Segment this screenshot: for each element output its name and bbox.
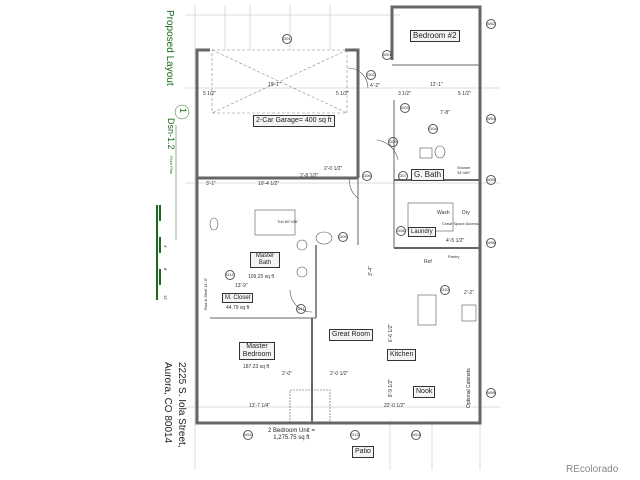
shower-label: Shower 34"x60" — [457, 165, 471, 175]
dim-row2-d: 2'-0 1/2" — [324, 166, 343, 172]
window-tag: W09 — [486, 388, 496, 398]
washer-label: Wash — [437, 210, 450, 216]
room-m-closet: M. Closet — [222, 293, 254, 303]
dim-left-b: 5 1/2" — [336, 91, 349, 97]
dim-kitchen-height: 6'-6 1/2" — [388, 323, 395, 343]
sheet-number: 1 — [178, 108, 188, 114]
optional-cabinets-label: Optional Cabinets — [466, 368, 472, 408]
door-tag: D13 — [350, 430, 360, 440]
window-tag: W04 — [486, 114, 496, 124]
address-line-2: Aurora, CO 80014 — [162, 362, 173, 444]
dim-row2-b: 10'-4 1/2" — [258, 181, 280, 187]
room-g-bath: G. Bath — [411, 169, 445, 181]
door-tag: D02 — [366, 70, 376, 80]
address-line-1: 2225 S. Iola Street, — [176, 362, 187, 448]
door-tag: D06 — [362, 171, 372, 181]
dim-bedroom2-width: 12'-1" — [430, 82, 443, 88]
dim-right-b: 5 1/2" — [458, 91, 471, 97]
dim-misc-c: 2'-2" — [464, 290, 474, 296]
garage-door-overhead — [211, 49, 348, 114]
door-tag: D05 — [388, 137, 398, 147]
dim-misc-b: 2'-0 1/2" — [330, 371, 349, 377]
door-tag: D01 — [282, 34, 292, 44]
master-bath-area: 109.25 sq ft — [248, 274, 275, 280]
dim-closet: 13'-9" — [235, 283, 248, 289]
dim-right-a: 3 1/2" — [398, 91, 411, 97]
dim-misc-a: 2'-0" — [282, 371, 292, 377]
dim-bath-width: 7'-8" — [440, 110, 450, 116]
door-tag: D12 — [225, 270, 235, 280]
title-marker-line — [174, 104, 190, 240]
window-tag: W02 — [486, 19, 496, 29]
room-great-room: Great Room — [329, 329, 374, 341]
dim-left-a: 5 1/2" — [203, 91, 216, 97]
scale-label-8: 8' — [163, 268, 168, 271]
room-garage: 2-Car Garage= 400 sq ft — [253, 115, 335, 127]
window-tag: W11 — [243, 430, 253, 440]
dim-garage-width: 19'-1" — [268, 82, 281, 88]
room-bedroom-2: Bedroom #2 — [410, 30, 460, 42]
dim-bottom-right: 22'-0 1/2" — [384, 403, 406, 409]
window-tag: W06 — [486, 238, 496, 248]
door-tag: D09 — [338, 232, 348, 242]
room-laundry: Laundry — [408, 227, 436, 237]
refrigerator-label: Ref — [424, 259, 432, 265]
room-nook: Nook — [413, 386, 436, 398]
window-tag: W13 — [411, 430, 421, 440]
window-tag: W05 — [486, 175, 496, 185]
room-master-bedroom: Master Bedroom — [239, 342, 275, 360]
door-tag: D04 — [428, 124, 438, 134]
unit-summary: 2 Bedroom Unit = 1,275.75 sq ft — [268, 428, 315, 442]
unit-summary-line-1: 2 Bedroom Unit = — [268, 428, 315, 434]
dim-bottom-left: 13'-7 1/4" — [249, 403, 271, 409]
watermark: REcolorado — [566, 464, 619, 475]
dim-row2-c: 2'-8 1/2" — [300, 173, 319, 179]
scale-bar — [156, 205, 161, 300]
room-kitchen: Kitchen — [387, 349, 417, 361]
master-bedroom-area: 187.23 sq ft — [243, 364, 270, 370]
dim-hall: 4'-2" — [370, 83, 380, 89]
door-tag: D11 — [296, 304, 306, 314]
room-master-bath: Master Bath — [250, 252, 280, 268]
crawl-space-label: Crawl Space Access — [442, 221, 479, 226]
unit-summary-line-2: 1,275.75 sq ft — [273, 435, 310, 441]
dim-laundry-width: 4'-5 1/2" — [446, 238, 465, 244]
dryer-label: Dry — [462, 210, 470, 216]
rod-shelf-label: Rod & Shelf 11'-9" — [203, 277, 208, 310]
pantry-label: Pantry — [448, 254, 460, 259]
m-closet-area: 44.79 sq ft — [226, 305, 250, 311]
sheet-reference: Dsn-1.2 — [166, 118, 176, 150]
door-tag: D07 — [398, 171, 408, 181]
door-tag: D03 — [400, 103, 410, 113]
dim-nook-height: 8'-9 1/2" — [388, 378, 395, 398]
room-patio: Patio — [352, 446, 374, 458]
walls — [195, 5, 482, 425]
scale-label-4: 4' — [163, 245, 168, 248]
sheet-caption: Floor Plan — [169, 156, 174, 175]
plan-title: Proposed Layout — [164, 10, 175, 86]
window-tag: W01 — [382, 50, 392, 60]
scale-label-12: 12' — [163, 295, 168, 301]
door-tag: D08 — [396, 226, 406, 236]
dim-misc-d: 3'-4" — [367, 266, 374, 276]
dim-row2-a: 3'-1" — [206, 181, 216, 187]
door-tag: D10 — [440, 285, 450, 295]
tub-label: Tub 60"x36" — [277, 219, 299, 224]
